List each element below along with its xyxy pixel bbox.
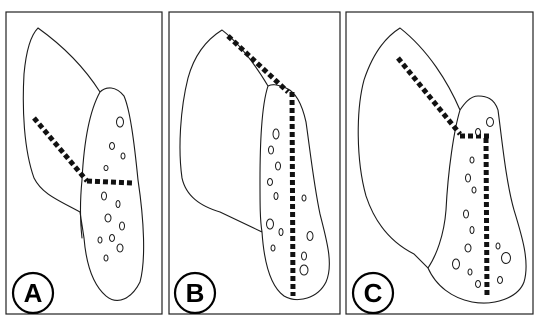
lacuna xyxy=(269,146,274,154)
lacuna xyxy=(302,252,307,260)
panel-b: B xyxy=(169,12,340,314)
lacuna xyxy=(271,245,275,251)
lacuna xyxy=(496,243,500,249)
lacuna xyxy=(273,129,279,139)
panel-c-label-badge: C xyxy=(353,273,393,313)
lacuna xyxy=(476,129,481,136)
panel-c-label: C xyxy=(364,278,383,308)
lacuna xyxy=(104,255,108,261)
lacuna xyxy=(110,235,115,242)
lacuna xyxy=(470,227,474,234)
lacuna xyxy=(276,162,281,170)
lacuna xyxy=(120,222,125,230)
lacuna xyxy=(464,210,469,218)
lacuna xyxy=(268,179,273,186)
panel-b-frame xyxy=(169,12,340,314)
lacuna xyxy=(98,237,102,243)
lacuna xyxy=(502,253,511,264)
lacuna xyxy=(279,229,283,236)
lacuna xyxy=(468,269,472,275)
lacuna xyxy=(487,118,494,127)
lacuna xyxy=(121,153,125,159)
lacuna xyxy=(267,219,274,229)
lacuna xyxy=(117,244,123,252)
lacuna xyxy=(465,244,471,252)
lacuna xyxy=(102,192,107,200)
lacuna xyxy=(105,214,111,222)
lacuna xyxy=(117,117,124,127)
panel-b-label: B xyxy=(186,278,205,308)
lacuna xyxy=(274,193,278,200)
lacuna xyxy=(110,143,115,150)
panel-a-label: A xyxy=(24,278,43,308)
panel-c: C xyxy=(346,12,533,314)
lacuna xyxy=(302,195,306,201)
lacuna xyxy=(466,174,471,182)
lacuna xyxy=(300,265,308,275)
lacuna xyxy=(498,277,503,284)
lacuna xyxy=(453,259,460,269)
panel-a: A xyxy=(6,12,162,314)
lacuna xyxy=(470,157,474,163)
panel-a-label-badge: A xyxy=(13,273,53,313)
panel-b-label-badge: B xyxy=(175,273,215,313)
lacuna xyxy=(116,201,120,208)
lacuna xyxy=(476,281,481,288)
lacuna xyxy=(307,232,313,241)
lacuna xyxy=(472,187,476,193)
lacuna xyxy=(104,166,108,171)
